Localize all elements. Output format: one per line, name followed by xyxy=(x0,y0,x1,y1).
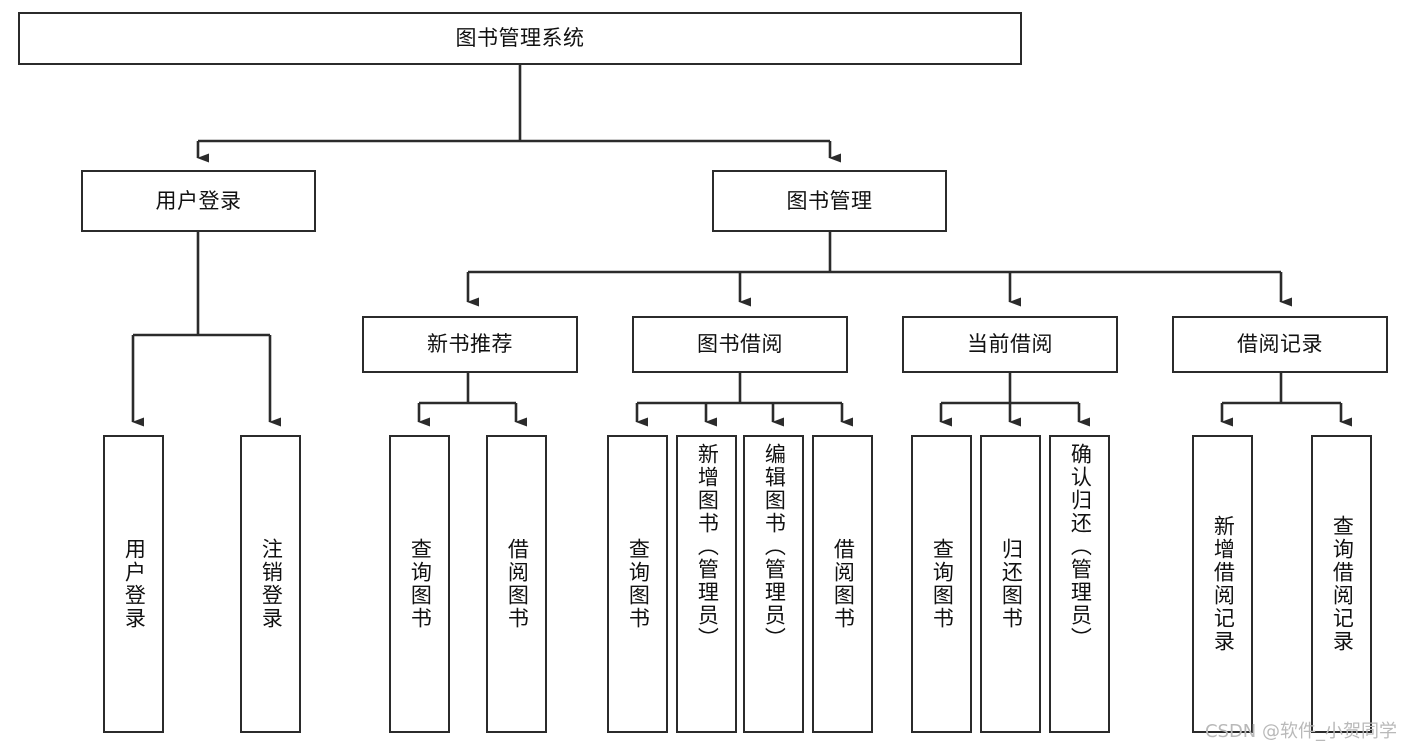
leaf-current-borrow-confirm-return[interactable]: 确认归还（管理员） xyxy=(1049,435,1110,733)
leaf-label: 新增图书（管理员） xyxy=(695,443,720,650)
leaf-label: 借阅图书 xyxy=(505,538,530,630)
leaf-book-borrow-add[interactable]: 新增图书（管理员） xyxy=(676,435,737,733)
leaf-label: 借阅图书 xyxy=(831,538,856,630)
leaf-user-login-login[interactable]: 用户登录 xyxy=(103,435,164,733)
leaf-label: 用户登录 xyxy=(122,538,147,630)
leaf-new-book-query[interactable]: 查询图书 xyxy=(389,435,450,733)
node-current-borrow-label: 当前借阅 xyxy=(967,332,1053,357)
node-book-borrow[interactable]: 图书借阅 xyxy=(632,316,848,373)
node-new-book-recommend-label: 新书推荐 xyxy=(427,332,513,357)
leaf-book-borrow-borrow[interactable]: 借阅图书 xyxy=(812,435,873,733)
node-user-login-label: 用户登录 xyxy=(155,188,242,213)
node-root-label: 图书管理系统 xyxy=(455,26,585,51)
node-current-borrow[interactable]: 当前借阅 xyxy=(902,316,1118,373)
node-new-book-recommend[interactable]: 新书推荐 xyxy=(362,316,578,373)
leaf-borrow-record-add[interactable]: 新增借阅记录 xyxy=(1192,435,1253,733)
leaf-current-borrow-return[interactable]: 归还图书 xyxy=(980,435,1041,733)
leaf-label: 查询图书 xyxy=(408,538,433,630)
leaf-label: 归还图书 xyxy=(999,538,1024,630)
leaf-new-book-borrow[interactable]: 借阅图书 xyxy=(486,435,547,733)
leaf-label: 查询借阅记录 xyxy=(1330,515,1355,653)
leaf-book-borrow-query[interactable]: 查询图书 xyxy=(607,435,668,733)
leaf-label: 确认归还（管理员） xyxy=(1068,443,1093,650)
node-borrow-record[interactable]: 借阅记录 xyxy=(1172,316,1388,373)
leaf-current-borrow-query[interactable]: 查询图书 xyxy=(911,435,972,733)
node-root[interactable]: 图书管理系统 xyxy=(18,12,1022,65)
leaf-borrow-record-query[interactable]: 查询借阅记录 xyxy=(1311,435,1372,733)
leaf-book-borrow-edit[interactable]: 编辑图书（管理员） xyxy=(743,435,804,733)
leaf-user-login-logout[interactable]: 注销登录 xyxy=(240,435,301,733)
node-user-login[interactable]: 用户登录 xyxy=(81,170,316,232)
leaf-label: 新增借阅记录 xyxy=(1211,515,1236,653)
leaf-label: 编辑图书（管理员） xyxy=(762,443,787,650)
leaf-label: 查询图书 xyxy=(626,538,651,630)
node-book-management[interactable]: 图书管理 xyxy=(712,170,947,232)
node-book-management-label: 图书管理 xyxy=(786,188,873,213)
node-borrow-record-label: 借阅记录 xyxy=(1237,332,1323,357)
node-book-borrow-label: 图书借阅 xyxy=(697,332,783,357)
leaf-label: 查询图书 xyxy=(930,538,955,630)
leaf-label: 注销登录 xyxy=(259,538,284,630)
